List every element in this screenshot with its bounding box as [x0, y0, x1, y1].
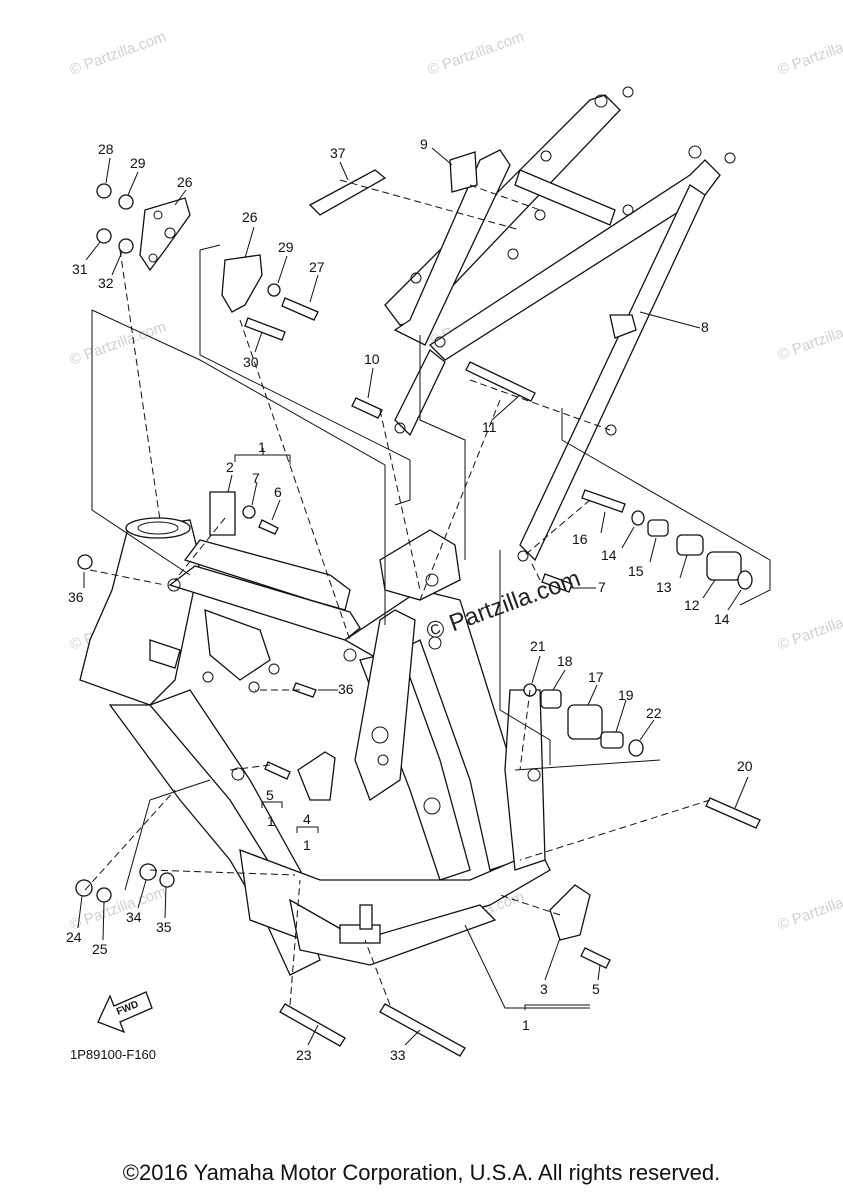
callout-12: 12 — [684, 597, 700, 613]
callout-1: 1 — [267, 813, 275, 829]
callout-34: 34 — [126, 909, 142, 925]
callout-36: 36 — [338, 681, 354, 697]
callout-17: 17 — [588, 669, 604, 685]
callout-1: 1 — [258, 439, 266, 455]
watermark: © Partzilla.com — [68, 318, 169, 369]
callout-26: 26 — [177, 174, 193, 190]
main-frame — [79, 517, 551, 976]
callout-37: 37 — [330, 145, 346, 161]
callout-5: 5 — [592, 981, 600, 997]
callout-29: 29 — [130, 155, 146, 171]
callout-14: 14 — [714, 611, 730, 627]
callout-2: 2 — [226, 459, 234, 475]
callout-8: 8 — [701, 319, 709, 335]
callout-3: 3 — [540, 981, 548, 997]
callout-21: 21 — [530, 638, 546, 654]
callout-1: 1 — [522, 1017, 530, 1033]
callout-7: 7 — [252, 470, 260, 486]
callout-33: 33 — [390, 1047, 406, 1063]
watermark: © Partzilla.com — [426, 28, 527, 79]
fwd-arrow-icon: FWD — [97, 991, 153, 1034]
callout-14: 14 — [601, 547, 617, 563]
rear-subframe — [384, 86, 736, 562]
callout-5: 5 — [266, 787, 274, 803]
callout-1: 1 — [303, 837, 311, 853]
callout-20: 20 — [737, 758, 753, 774]
watermark: © Partzilla.com — [68, 28, 169, 79]
watermark: © Partzilla.com — [776, 28, 843, 79]
callout-36: 36 — [68, 589, 84, 605]
assembly-lines — [84, 179, 711, 1006]
callout-22: 22 — [646, 705, 662, 721]
callout-30: 30 — [243, 354, 259, 370]
callout-26: 26 — [242, 209, 258, 225]
watermark: © Partzilla.com — [776, 883, 843, 934]
group-outlines — [91, 244, 771, 1009]
callout-13: 13 — [656, 579, 672, 595]
leader-lines — [77, 147, 749, 1046]
callout-6: 6 — [274, 484, 282, 500]
copyright-text: ©2016 Yamaha Motor Corporation, U.S.A. A… — [122, 1160, 721, 1185]
callout-32: 32 — [98, 275, 114, 291]
callout-15: 15 — [628, 563, 644, 579]
callout-23: 23 — [296, 1047, 312, 1063]
callout-4: 4 — [303, 811, 311, 827]
drawing-code: 1P89100-F160 — [70, 1047, 156, 1062]
callout-35: 35 — [156, 919, 172, 935]
small-parts — [75, 151, 761, 1057]
callout-11: 11 — [482, 419, 497, 435]
watermark: © Partzilla.com — [776, 313, 843, 364]
callout-labels: 28 29 26 31 32 37 9 26 29 27 30 10 11 8 … — [66, 136, 753, 1063]
callout-7: 7 — [598, 579, 606, 595]
callout-31: 31 — [72, 261, 88, 277]
callout-24: 24 — [66, 929, 82, 945]
callout-18: 18 — [557, 653, 573, 669]
callout-25: 25 — [92, 941, 108, 957]
callout-28: 28 — [98, 141, 114, 157]
callout-27: 27 — [309, 259, 325, 275]
callout-16: 16 — [572, 531, 588, 547]
callout-29: 29 — [278, 239, 294, 255]
watermark: © Partzilla.com — [776, 603, 843, 654]
callout-9: 9 — [420, 136, 428, 152]
callout-10: 10 — [364, 351, 380, 367]
callout-19: 19 — [618, 687, 634, 703]
